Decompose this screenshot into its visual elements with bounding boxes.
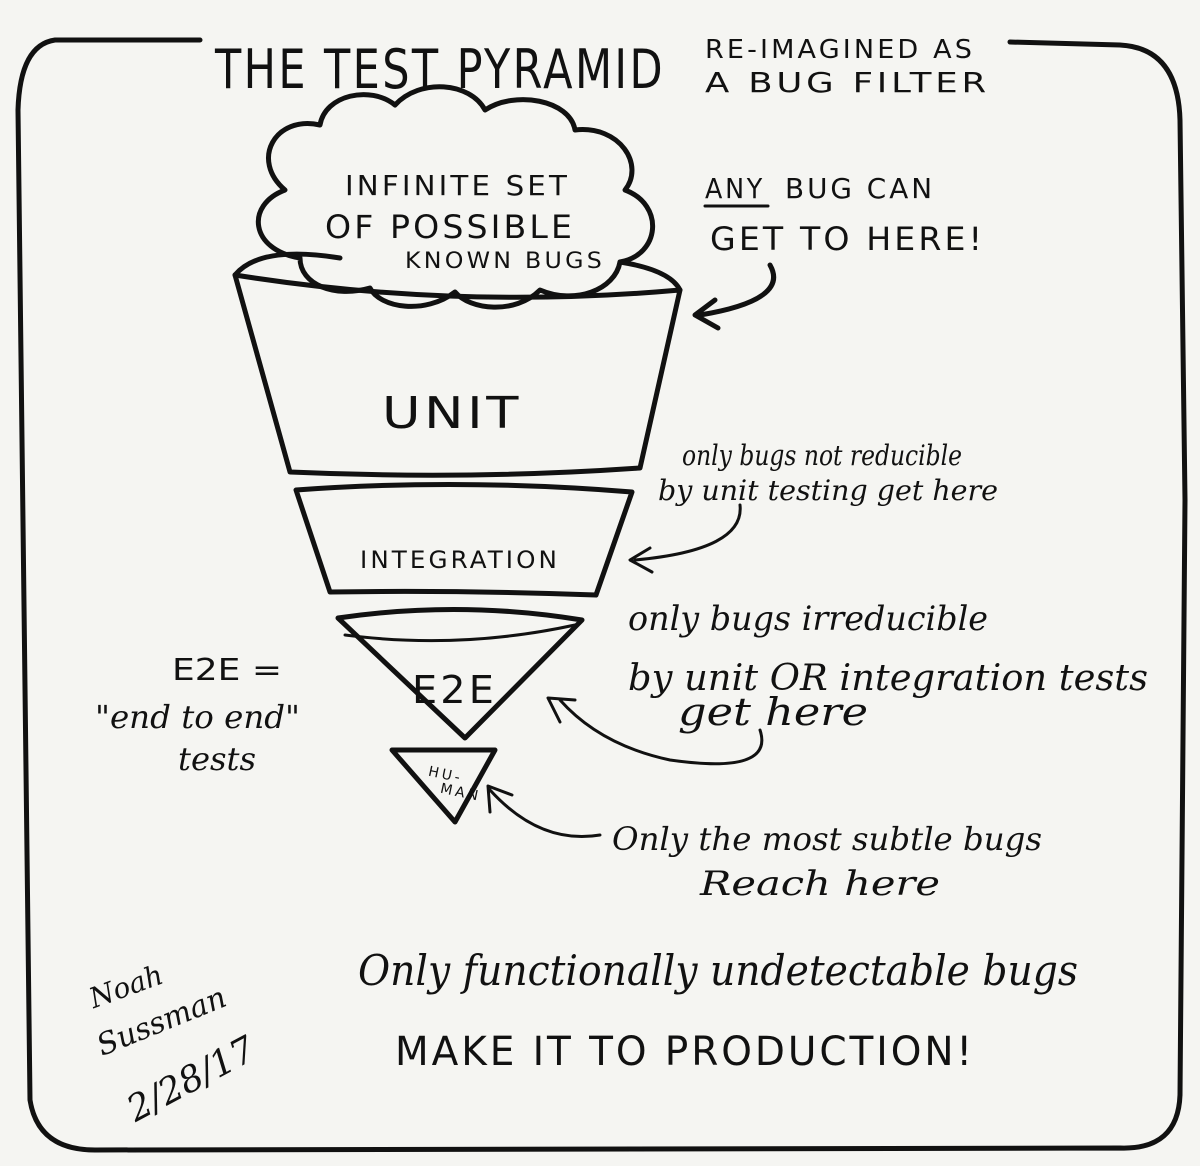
subtitle-line-1: RE-IMAGINED AS [705, 35, 975, 65]
bottom-line-2: MAKE IT TO PRODUCTION! [395, 1029, 975, 1075]
human-note-line-2: Reach here [699, 864, 940, 904]
frame-border [15, 37, 1188, 1153]
integration-note-line-3: get here [678, 690, 868, 734]
human-layer-label-1: HU- [427, 764, 464, 787]
unit-layer-rim [232, 251, 683, 293]
integration-note-line-1: only bugs irreducible [628, 599, 988, 639]
any-bug-note-line-2: GET TO HERE! [710, 220, 985, 258]
arrow-to-human [486, 784, 602, 839]
subtitle-line-2: A BUG FILTER [705, 66, 990, 99]
human-note-line-1: Only the most subtle bugs [612, 820, 1042, 858]
e2e-definition-line-3: tests [178, 740, 256, 778]
arrow-to-unit [692, 262, 777, 331]
human-layer [389, 747, 498, 825]
arrow-to-integration [628, 503, 742, 574]
unit-note-line-1: only bugs not reducible [682, 439, 962, 472]
cloud-line-1: INFINITE SET [345, 169, 570, 202]
bottom-line-1: Only functionally undetectable bugs [358, 946, 1078, 995]
integration-note-line-2: by unit OR integration tests [628, 658, 1148, 699]
cloud-line-3: KNOWN BUGS [405, 249, 605, 274]
unit-layer [232, 272, 683, 478]
any-bug-note-rest: BUG CAN [785, 172, 935, 205]
e2e-layer [335, 607, 585, 741]
e2e-layer-inner [343, 623, 577, 643]
page-title: THE TEST PYRAMID [214, 38, 665, 101]
e2e-definition-line-2: "end to end" [95, 698, 300, 736]
unit-layer-label: UNIT [382, 388, 522, 439]
unit-note-line-2: by unit testing get here [658, 474, 998, 507]
integration-layer [293, 481, 635, 598]
e2e-definition-line-1: E2E = [172, 653, 282, 688]
e2e-layer-label: E2E [412, 668, 497, 712]
cloud-line-2: OF POSSIBLE [325, 208, 575, 246]
integration-layer-label: INTEGRATION [360, 546, 560, 574]
any-bug-note-underlined: ANY [705, 172, 765, 205]
arrow-to-e2e [546, 696, 764, 766]
